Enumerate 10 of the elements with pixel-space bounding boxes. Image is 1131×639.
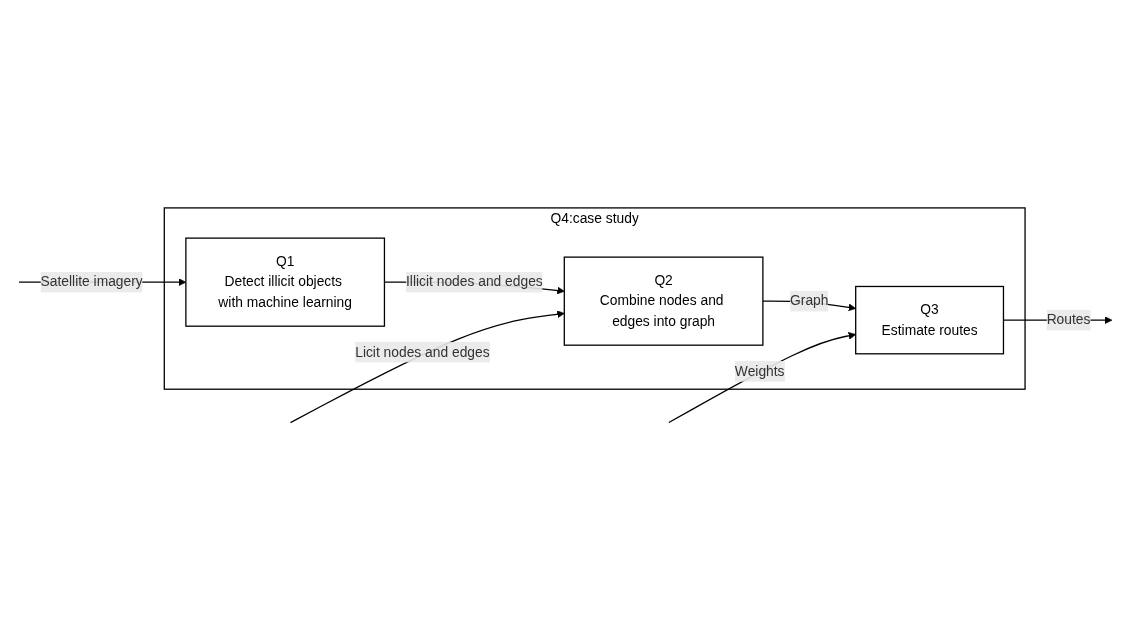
node-box: Q1 Detect illicit objects with machine learning (185, 237, 386, 327)
edge-label: Licit nodes and edges (355, 344, 490, 359)
edge-label: Satellite imagery (40, 274, 143, 289)
edge-label: Illicit nodes and edges (406, 274, 543, 289)
node-box: Q2 Combine nodes and edges into graph (563, 256, 764, 346)
edge-label: Routes (1046, 312, 1091, 327)
edge-label: Weights (734, 363, 785, 379)
node-box: Q3 Estimate routes (855, 285, 1005, 355)
edge-label: Graph (790, 293, 829, 308)
arrow (289, 310, 565, 424)
